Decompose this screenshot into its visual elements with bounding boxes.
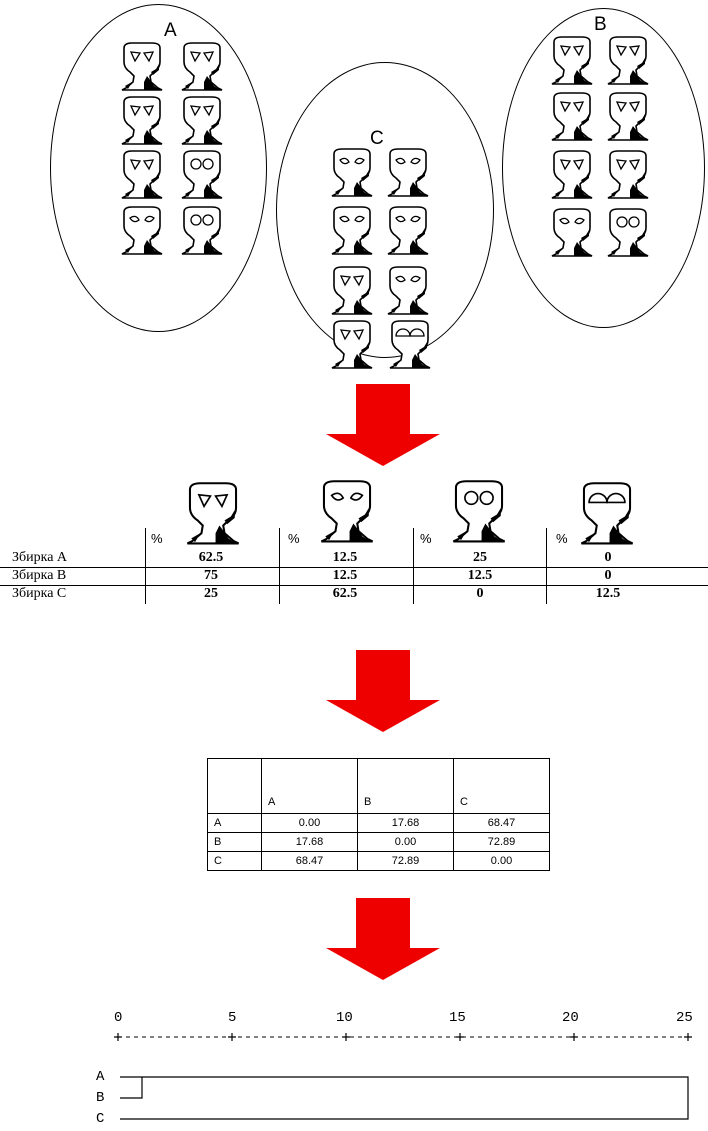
table-cell: 12.5 (467, 568, 493, 583)
collection-a-ellipse (50, 4, 267, 332)
figure-almond-eyes-icon (316, 480, 378, 544)
down-arrow-icon (326, 384, 440, 466)
figure-triangle-eyes-icon (606, 36, 650, 86)
figure-triangle-eyes-icon (120, 42, 164, 92)
table-divider (279, 528, 280, 604)
figure-triangle-eyes-icon (330, 320, 374, 370)
matrix-col-header: B (357, 758, 454, 814)
percent-sign: % (420, 531, 432, 546)
figure-almond-eyes-icon (386, 148, 430, 198)
matrix-cell: 68.47 (453, 813, 550, 833)
figure-almond-eyes-icon (120, 206, 164, 256)
table-divider (413, 528, 414, 604)
table-cell: 0 (604, 550, 612, 565)
table-cell: 0 (604, 568, 612, 583)
matrix-row-header: C (207, 851, 262, 871)
figure-circle-eyes-icon (448, 480, 510, 544)
distance-matrix: A B C A 0.00 17.68 68.47 B 17.68 0.00 72… (207, 758, 550, 871)
table-cell: 75 (204, 568, 218, 583)
figure-almond-eyes-icon (330, 206, 374, 256)
dendrogram-leaf-label: B (96, 1090, 105, 1106)
figure-circle-eyes-icon (180, 206, 224, 256)
dendrogram-scale-label: 20 (562, 1010, 579, 1026)
table-cell: 12.5 (332, 550, 358, 565)
figure-triangle-eyes-icon (182, 482, 244, 546)
figure-triangle-eyes-icon (550, 150, 594, 200)
matrix-row-header: B (207, 832, 262, 852)
dendrogram-tree (120, 1076, 689, 1120)
row-label-collection-a: Збирка A (12, 550, 68, 565)
matrix-col-header: A (261, 758, 358, 814)
figure-triangle-eyes-icon (330, 266, 374, 316)
table-cell: 0 (476, 586, 484, 601)
dendrogram-leaf-label: A (96, 1069, 105, 1085)
collection-b-label: B (594, 14, 607, 35)
row-label-collection-c: Збирка C (12, 586, 67, 601)
table-cell: 25 (204, 586, 218, 601)
row-label-collection-b: Збирка B (12, 568, 67, 583)
dendrogram-leaf-label: C (96, 1111, 105, 1127)
figure-almond-eyes-icon (386, 266, 430, 316)
dendrogram-scale-label: 10 (336, 1010, 353, 1026)
table-divider (546, 528, 547, 604)
figure-triangle-eyes-icon (180, 42, 224, 92)
figure-circle-eyes-icon (606, 208, 650, 258)
matrix-corner-cell (207, 758, 262, 814)
collection-a-label: A (164, 20, 177, 41)
down-arrow-icon (326, 898, 440, 980)
figure-triangle-eyes-icon (550, 92, 594, 142)
dendrogram-scale-label: 0 (114, 1010, 123, 1026)
table-divider (0, 585, 708, 586)
figure-almond-eyes-icon (550, 208, 594, 258)
table-cell: 62.5 (332, 586, 358, 601)
figure-triangle-eyes-icon (550, 36, 594, 86)
collection-b-ellipse (502, 8, 705, 328)
dendrogram-scale-label: 15 (449, 1010, 466, 1026)
matrix-cell: 17.68 (357, 813, 454, 833)
figure-triangle-eyes-icon (606, 92, 650, 142)
matrix-cell: 0.00 (261, 813, 358, 833)
matrix-col-header: C (453, 758, 550, 814)
table-divider (0, 567, 708, 568)
matrix-cell: 17.68 (261, 832, 358, 852)
figure-triangle-eyes-icon (120, 96, 164, 146)
percent-sign: % (288, 531, 300, 546)
table-divider (145, 528, 146, 604)
matrix-row-header: A (207, 813, 262, 833)
figure-almond-eyes-icon (330, 148, 374, 198)
matrix-cell: 0.00 (453, 851, 550, 871)
matrix-cell: 68.47 (261, 851, 358, 871)
figure-almond-eyes-icon (386, 206, 430, 256)
table-cell: 12.5 (595, 586, 621, 601)
figure-semicircle-eyes-icon (576, 482, 638, 546)
down-arrow-icon (326, 650, 440, 732)
figure-triangle-eyes-icon (180, 96, 224, 146)
matrix-cell: 72.89 (453, 832, 550, 852)
figure-triangle-eyes-icon (120, 150, 164, 200)
figure-triangle-eyes-icon (606, 150, 650, 200)
collection-c-label: C (370, 128, 384, 149)
table-cell: 62.5 (198, 550, 224, 565)
table-cell: 12.5 (332, 568, 358, 583)
matrix-cell: 0.00 (357, 832, 454, 852)
figure-circle-eyes-icon (180, 150, 224, 200)
dendrogram-scale-label: 5 (228, 1010, 237, 1026)
table-cell: 25 (473, 550, 487, 565)
figure-semicircle-eyes-icon (388, 320, 432, 370)
dendrogram-scale-label: 25 (676, 1010, 693, 1026)
percent-sign: % (151, 531, 163, 546)
dendrogram-axis (114, 1033, 692, 1041)
matrix-cell: 72.89 (357, 851, 454, 871)
percent-sign: % (556, 531, 568, 546)
collection-c-ellipse (276, 62, 494, 358)
